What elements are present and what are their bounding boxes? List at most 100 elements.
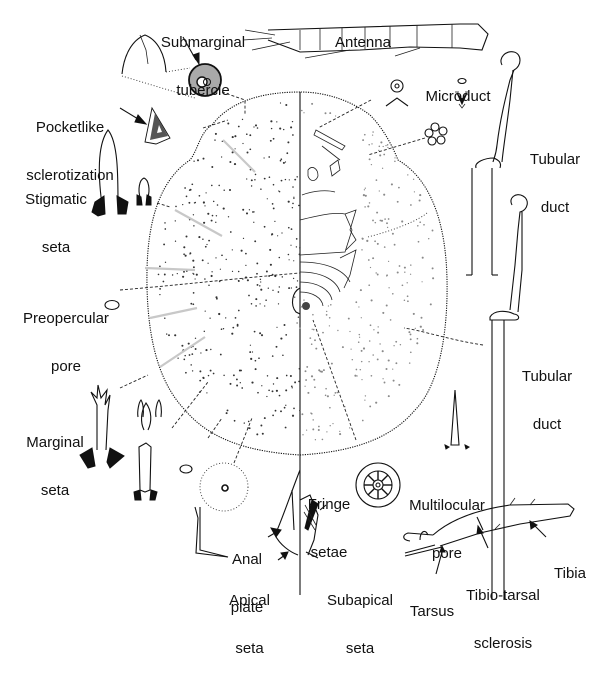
stipple-dot xyxy=(354,374,357,377)
stipple-dot xyxy=(199,370,202,373)
stipple-dot xyxy=(189,253,191,255)
stipple-dot xyxy=(220,156,223,158)
stipple-dot xyxy=(164,317,166,319)
stipple-dot xyxy=(202,157,205,160)
stipple-dot xyxy=(290,287,293,289)
stipple-dot xyxy=(207,262,209,264)
stipple-dot xyxy=(204,278,206,280)
stipple-dot xyxy=(192,259,195,262)
stipple-dot xyxy=(290,244,292,246)
stipple-dot xyxy=(194,348,197,350)
stipple-dot xyxy=(292,134,294,136)
stipple-dot xyxy=(195,273,198,276)
label-tibio-tarsal-sclerosis: Tibio-tarsal sclerosis xyxy=(458,556,548,668)
stipple-dot xyxy=(159,265,161,268)
stipple-dot xyxy=(288,179,290,181)
stipple-dot xyxy=(268,156,271,158)
stipple-dot xyxy=(183,253,185,256)
stipple-dot xyxy=(281,276,284,278)
stipple-dot xyxy=(181,344,184,347)
stipple-dot xyxy=(234,148,236,150)
stipple-dot xyxy=(314,339,316,342)
stipple-dot xyxy=(312,419,314,421)
stipple-dot xyxy=(361,249,363,251)
stipple-dot xyxy=(335,115,337,117)
stipple-dot xyxy=(234,317,237,319)
stipple-dot xyxy=(379,219,382,222)
label-line: Antenna xyxy=(335,34,391,51)
stipple-dot xyxy=(351,358,354,361)
stipple-dot xyxy=(290,126,293,129)
stipple-dot xyxy=(182,203,184,206)
label-line: pore xyxy=(431,545,463,562)
stipple-dot xyxy=(291,387,293,389)
stipple-dot xyxy=(211,271,213,273)
multilocular-pore-drawing xyxy=(312,319,401,508)
stipple-dot xyxy=(256,272,258,275)
stipple-dot xyxy=(270,120,273,123)
stipple-dot xyxy=(310,375,314,378)
label-line: sclerosis xyxy=(473,635,533,652)
stipple-dot xyxy=(263,225,266,228)
stipple-dot xyxy=(271,355,274,357)
stipple-dot xyxy=(185,371,187,374)
stipple-dot xyxy=(202,201,205,204)
label-line: Tubular xyxy=(521,368,573,385)
stipple-dot xyxy=(190,302,193,305)
stipple-dot xyxy=(325,387,327,390)
stipple-dot xyxy=(192,214,195,216)
stipple-dot xyxy=(292,202,294,205)
stipple-dot xyxy=(218,184,220,187)
stipple-dot xyxy=(423,223,425,226)
stipple-dot xyxy=(386,275,388,277)
stipple-dot xyxy=(386,222,388,225)
stipple-dot xyxy=(210,184,213,187)
stipple-dot xyxy=(207,212,210,215)
spine-seta-drawing xyxy=(444,389,470,450)
stipple-dot xyxy=(419,221,422,224)
label-apical-seta: Apical seta xyxy=(222,561,277,673)
preopercular-pore-drawing xyxy=(104,272,301,311)
stipple-dot xyxy=(228,188,232,192)
label-line: seta xyxy=(41,239,71,256)
stipple-dot xyxy=(381,167,384,169)
stipple-dot xyxy=(404,271,406,273)
stipple-dot xyxy=(394,160,396,163)
stipple-dot xyxy=(375,179,378,181)
stipple-dot xyxy=(398,265,401,267)
stipple-dot xyxy=(231,332,234,335)
stipple-dot xyxy=(272,207,275,210)
stipple-dot xyxy=(256,433,259,436)
stipple-dot xyxy=(368,340,371,342)
label-line: Stigmatic xyxy=(25,191,87,208)
stipple-dot xyxy=(349,427,351,429)
stipple-dot xyxy=(176,272,178,275)
stipple-dot xyxy=(266,395,268,398)
stipple-dot xyxy=(387,395,390,398)
stipple-dot xyxy=(287,253,290,256)
stipple-dot xyxy=(358,333,361,336)
stipple-dot xyxy=(387,146,389,149)
stipple-dot xyxy=(215,221,217,223)
label-fringe-setae: Fringe setae xyxy=(300,465,358,577)
label-stigmatic-seta: Stigmatic seta xyxy=(16,160,96,272)
stipple-dot xyxy=(421,281,423,283)
label-line: Tibia xyxy=(554,565,586,582)
stipple-dot xyxy=(190,364,192,366)
stipple-dot xyxy=(303,299,305,301)
stipple-dot xyxy=(239,382,241,384)
stipple-dot xyxy=(212,372,215,375)
stipple-dot xyxy=(265,270,268,273)
stipple-dot xyxy=(265,299,267,301)
stipple-dot xyxy=(401,220,404,223)
stipple-dot xyxy=(386,144,389,146)
stipple-dot xyxy=(292,277,295,280)
label-line: pore xyxy=(50,358,82,375)
stipple-dot xyxy=(372,257,375,260)
stipple-dot xyxy=(314,439,317,441)
stipple-dot xyxy=(420,316,423,319)
stipple-dot xyxy=(374,221,377,224)
stipple-dot xyxy=(240,249,243,252)
stipple-dot xyxy=(326,431,328,433)
stipple-dot xyxy=(419,325,422,328)
